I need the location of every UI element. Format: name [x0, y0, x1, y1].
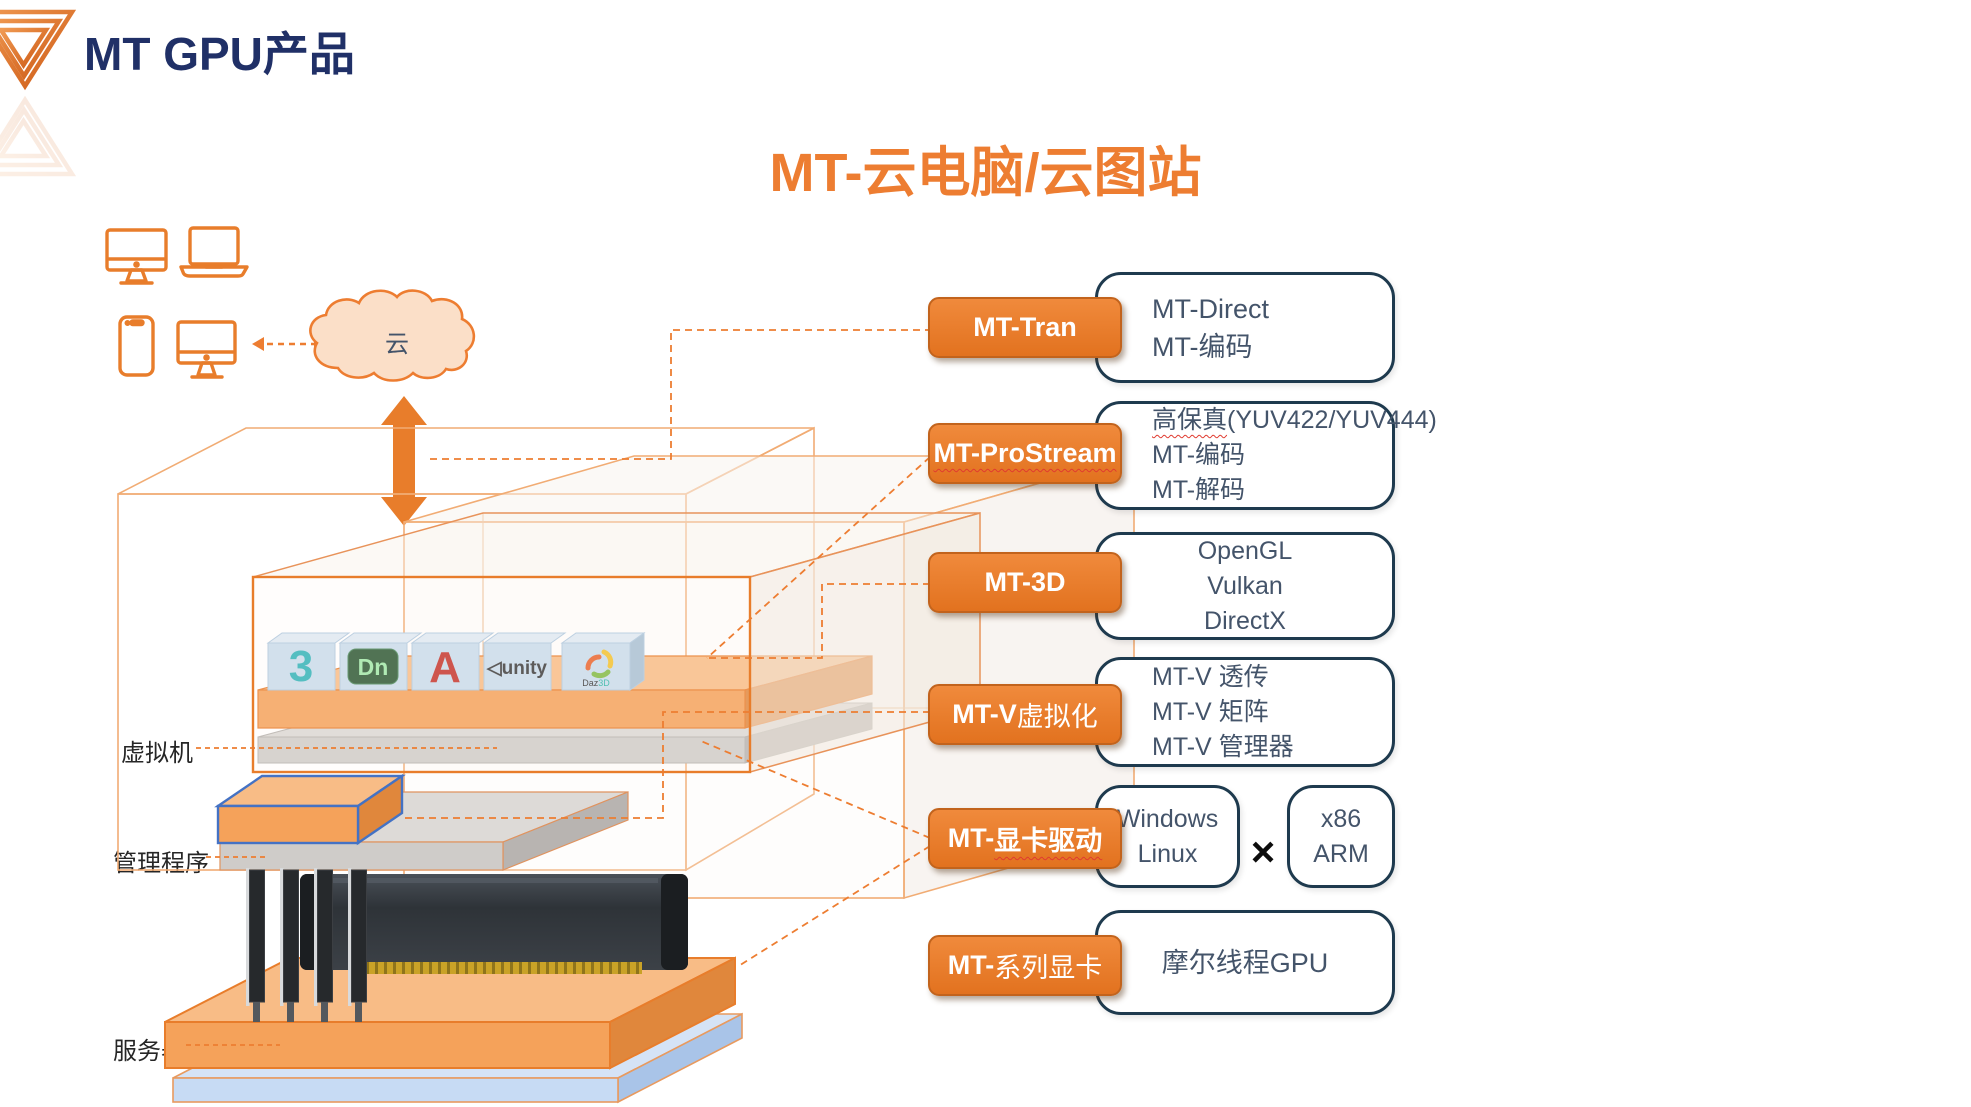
box-line: Linux [1137, 839, 1198, 868]
gpu-series-box: 摩尔线程GPU [1095, 910, 1395, 1015]
cube-unity: ◁unity [482, 632, 567, 691]
cloud-label: 云 [385, 331, 409, 358]
slide-subtitle: MT-云电脑/云图站 [769, 143, 1202, 203]
box-line: 高保真(YUV422/YUV444) [1152, 403, 1437, 438]
box-line: MT-解码 [1152, 476, 1246, 504]
cube-daz3d: Daz3D [560, 632, 646, 691]
desktop-icon [105, 228, 168, 285]
button-label: MT-Tran [973, 312, 1077, 342]
hexagon-cost: $ $ [1742, 777, 1848, 895]
box-line: OpenGL [1197, 536, 1293, 565]
hexagon-checklist [1742, 907, 1848, 1025]
mt-tran-output-box: MT-Direct MT-编码 [1095, 272, 1395, 383]
box-line: x86 [1320, 804, 1362, 833]
unity-glyph: ◁unity [486, 658, 547, 679]
box-line-tail: (YUV422/YUV444) [1227, 406, 1437, 434]
button-label-head: MT-V [952, 699, 1017, 729]
gpu-cards [246, 868, 688, 1022]
button-label: MT-ProStream [933, 438, 1117, 468]
box-line: Vulkan [1207, 571, 1283, 600]
svg-text:Daz3D: Daz3D [582, 678, 610, 688]
mt-v-output-box: MT-V 透传 MT-V 矩阵 MT-V 管理器 [1095, 657, 1395, 767]
multiply-separator: × [1250, 828, 1276, 875]
connector-mt-v [404, 711, 930, 819]
box-line: ARM [1313, 839, 1369, 868]
box-line: MT-V 透传 [1152, 662, 1269, 691]
dimension-glyph: Dn [358, 654, 389, 680]
glass-box [251, 512, 981, 774]
button-label-tail: 显卡驱动 [994, 826, 1103, 856]
daz3d-swirl-icon [585, 649, 614, 679]
hexagon-time [1742, 391, 1848, 509]
autocad-glyph: A [429, 643, 461, 692]
driver-arch-box: x86 ARM [1287, 785, 1395, 888]
button-label-head: MT- [947, 823, 995, 853]
mt-prostream-button: MT-ProStream [928, 423, 1122, 484]
connector-mt-prostream [706, 456, 931, 659]
cube-autocad: A [410, 632, 495, 692]
label-hypervisor: 管理程序 [113, 850, 209, 877]
button-label-tail: 系列显卡 [994, 953, 1103, 983]
box-line: MT-Direct [1152, 293, 1269, 324]
button-label-tail: 虚拟化 [1016, 702, 1098, 732]
layer-label-lines [186, 747, 497, 1046]
box-line-head: 高保真 [1152, 406, 1228, 434]
mt-series-button: MT-系列显卡 [928, 935, 1122, 996]
moore-threads-logo [0, 9, 77, 177]
cloud-stack-arrow [381, 396, 427, 526]
laptop-icon [179, 226, 249, 278]
box-line: Windows [1116, 804, 1219, 833]
box-line: 摩尔线程GPU [1161, 947, 1329, 978]
cloud: 云 [309, 289, 476, 382]
box-line: MT-V 矩阵 [1152, 697, 1269, 726]
label-vm: 虚拟机 [121, 740, 193, 767]
box-line: MT-编码 [1152, 441, 1246, 469]
connector-mt-tran [430, 329, 930, 460]
3dsmax-glyph: 3 [289, 642, 313, 691]
hexagon-growth [1742, 651, 1848, 769]
connector-mt-driver-lower [736, 845, 931, 968]
page-title: MT GPU产品 [84, 28, 355, 80]
app-cubes: 3 Dn A ◁unity [266, 632, 646, 692]
cube-dimension: Dn [338, 632, 423, 691]
mt-tran-button: MT-Tran [928, 297, 1122, 358]
box-line: DirectX [1204, 606, 1286, 635]
mt-3d-button: MT-3D [928, 552, 1122, 613]
connector-mt-driver-upper [700, 740, 931, 839]
monitor-icon [176, 320, 237, 379]
gpu-vertical-cards [246, 868, 367, 1022]
hypervisor-orange-slab [214, 773, 406, 846]
button-label: MT-3D [984, 567, 1066, 597]
box-line: MT-编码 [1152, 331, 1253, 362]
box-line: MT-V 管理器 [1152, 732, 1294, 761]
mt-3d-output-box: OpenGL Vulkan DirectX [1095, 532, 1395, 640]
button-label-head: MT- [947, 950, 995, 980]
connector-mt-3d [707, 583, 930, 659]
hexagon-tools [1742, 268, 1848, 386]
mt-prostream-output-box: 高保真(YUV422/YUV444) MT-编码 MT-解码 [1095, 401, 1437, 510]
cube-3dsmax: 3 [266, 632, 351, 691]
phone-icon [118, 315, 155, 377]
hexagon-team [1742, 519, 1848, 637]
mt-driver-button: MT-显卡驱动 [928, 808, 1122, 869]
